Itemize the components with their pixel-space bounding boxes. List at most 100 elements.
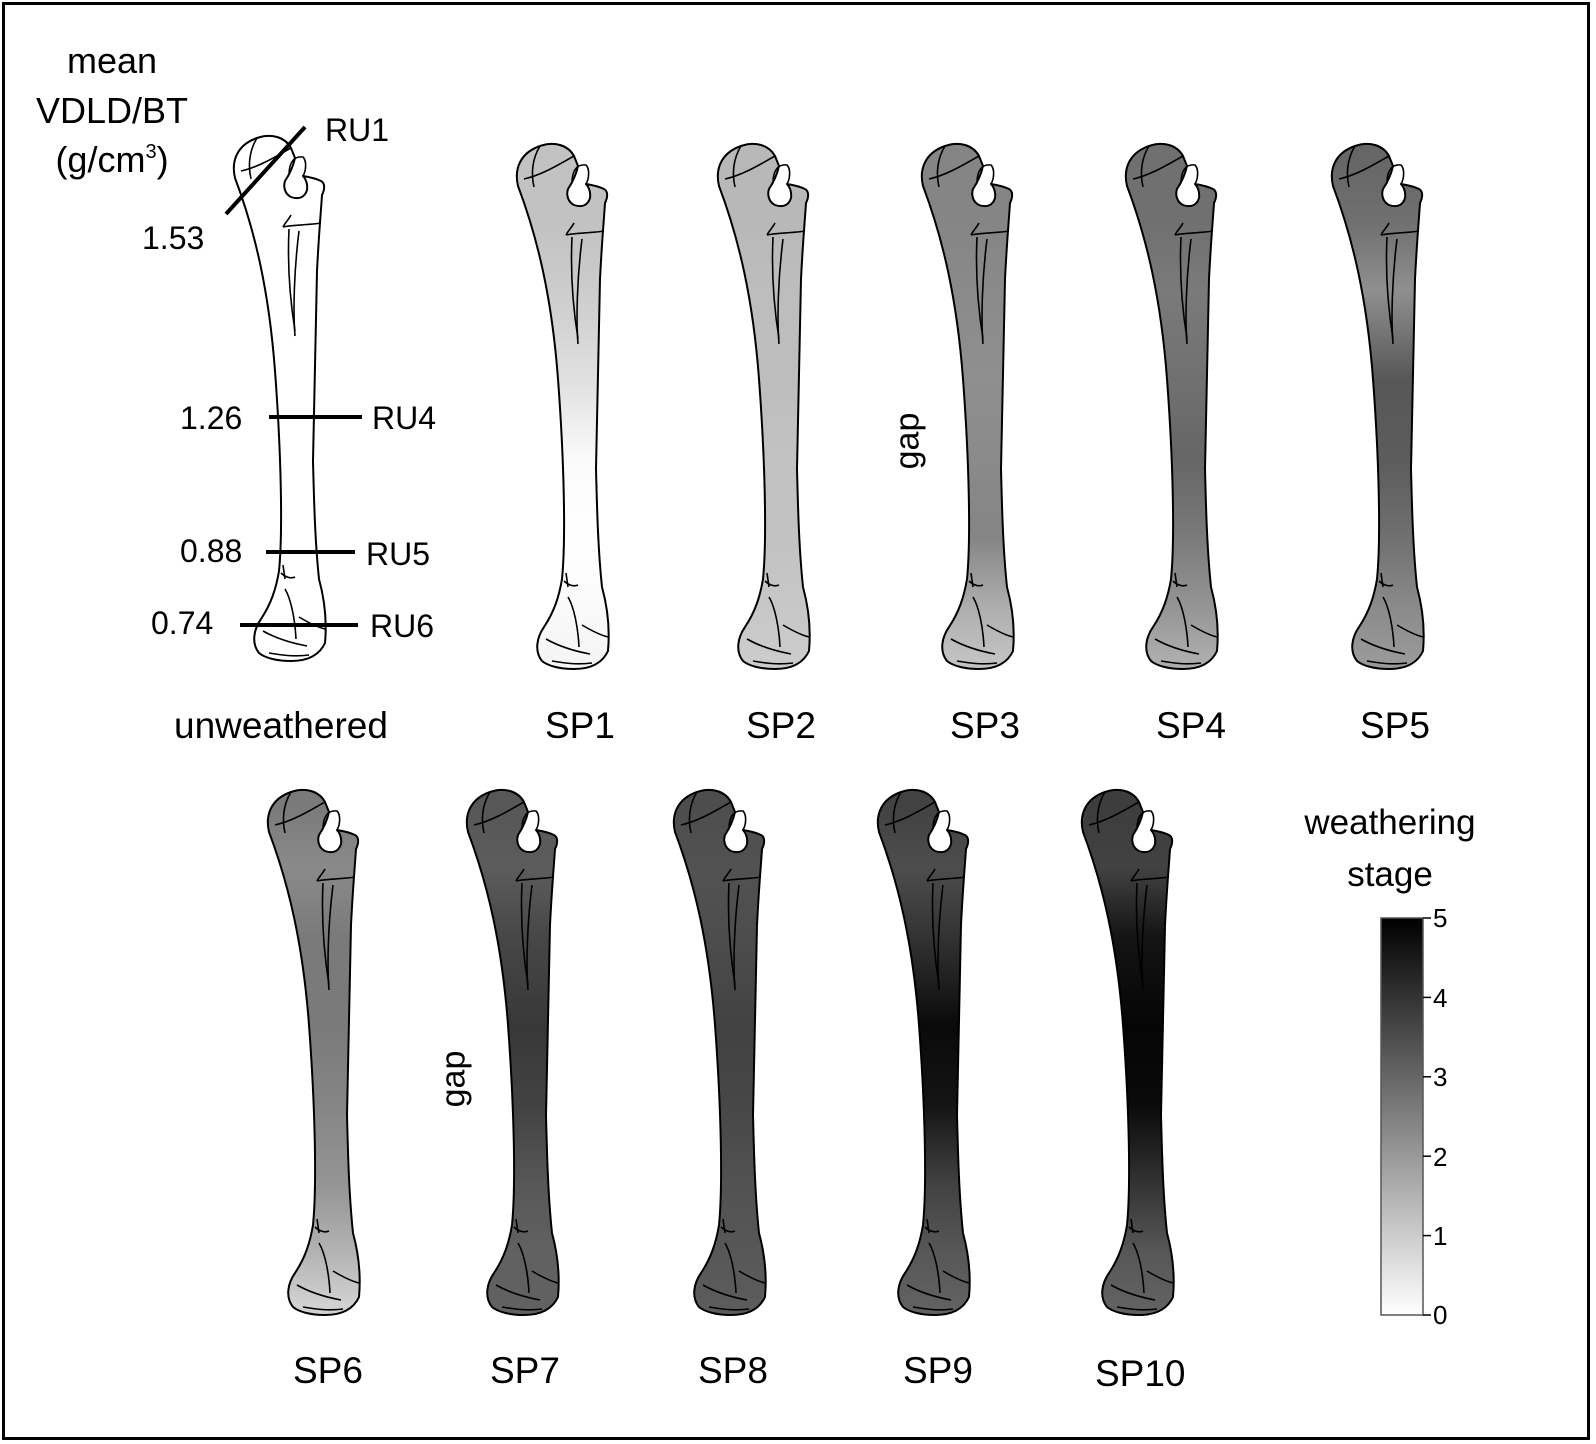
bone-outline-sp7 xyxy=(465,788,560,1316)
bone-detail-sp10-5 xyxy=(1141,884,1148,991)
bone-sp2 xyxy=(716,142,811,670)
bone-detail-sp9-6 xyxy=(926,868,936,882)
bone-unweathered xyxy=(232,134,327,662)
bone-detail-sp1-1 xyxy=(523,155,575,180)
bone-detail-sp6-2 xyxy=(322,810,341,831)
bone-detail-sp1-11 xyxy=(545,638,591,655)
legend-tick-4: 4 xyxy=(1433,983,1448,1013)
bone-detail-sp9-2 xyxy=(932,810,951,831)
bone-detail-sp5-8 xyxy=(1380,572,1384,588)
bone-detail-sp1-3 xyxy=(565,230,605,236)
legend-tick-marks xyxy=(1423,917,1431,1316)
bone-detail-sp8-0 xyxy=(688,791,698,834)
bone-label-sp5: SP5 xyxy=(1360,705,1430,746)
bone-detail-sp7-5 xyxy=(526,884,533,991)
bones-layer xyxy=(232,134,1425,1316)
bone-detail-sp3-5 xyxy=(981,238,988,345)
bone-detail-sp2-7 xyxy=(764,580,780,587)
bone-detail-sp4-2 xyxy=(1180,164,1199,185)
bone-detail-sp9-9 xyxy=(928,1242,941,1294)
bone-detail-sp2-9 xyxy=(768,596,781,648)
legend-title-line1: weathering xyxy=(1304,803,1476,842)
bone-detail-sp9-12 xyxy=(912,1306,954,1311)
bone-detail-unweathered-7 xyxy=(280,572,296,579)
header-line2: VDLD/BT xyxy=(35,89,189,131)
bone-detail-sp6-5 xyxy=(327,884,334,991)
bone-detail-sp2-3 xyxy=(766,230,806,236)
bone-detail-sp2-0 xyxy=(732,145,742,188)
bone-detail-unweathered-9 xyxy=(284,588,297,640)
bone-detail-sp5-11 xyxy=(1360,638,1406,655)
bone-outline-sp5 xyxy=(1330,142,1425,670)
bone-sp10 xyxy=(1080,788,1175,1316)
bone-detail-sp7-7 xyxy=(513,1226,529,1233)
bone-detail-sp3-11 xyxy=(950,638,996,655)
bone-outline-sp4 xyxy=(1124,142,1219,670)
bone-detail-sp6-3 xyxy=(316,876,356,882)
bone-detail-sp7-6 xyxy=(515,868,525,882)
bone-detail-sp7-10 xyxy=(531,1270,559,1284)
bone-detail-sp5-6 xyxy=(1380,222,1390,236)
bone-detail-sp3-7 xyxy=(968,580,984,587)
bone-label-sp7: SP7 xyxy=(490,1350,560,1391)
bone-detail-sp2-11 xyxy=(746,638,792,655)
bone-detail-sp5-7 xyxy=(1378,580,1394,587)
bone-detail-sp10-10 xyxy=(1146,1270,1174,1284)
bone-detail-sp9-7 xyxy=(924,1226,940,1233)
header-line3: (g/cm3) xyxy=(55,139,169,181)
bone-detail-sp7-8 xyxy=(515,1218,519,1234)
bone-detail-sp5-3 xyxy=(1380,230,1420,236)
bone-detail-sp10-8 xyxy=(1130,1218,1134,1234)
ru6-label: RU6 xyxy=(370,608,435,644)
bone-detail-sp8-7 xyxy=(720,1226,736,1233)
bone-detail-sp5-1 xyxy=(1338,155,1390,180)
bone-detail-sp4-10 xyxy=(1190,624,1218,638)
bone-label-sp1: SP1 xyxy=(545,705,615,746)
bone-detail-sp1-2 xyxy=(571,164,590,185)
bone-detail-sp10-0 xyxy=(1096,791,1106,834)
bone-detail-sp8-8 xyxy=(722,1218,726,1234)
bone-detail-sp7-9 xyxy=(517,1242,530,1294)
bone-detail-sp4-6 xyxy=(1174,222,1184,236)
bone-label-sp3: SP3 xyxy=(950,705,1020,746)
bone-detail-sp7-11 xyxy=(495,1284,541,1301)
bone-detail-sp3-8 xyxy=(970,572,974,588)
bone-detail-sp4-8 xyxy=(1174,572,1178,588)
bone-detail-unweathered-8 xyxy=(282,564,286,580)
bone-detail-sp6-0 xyxy=(282,791,292,834)
bone-detail-sp8-9 xyxy=(724,1242,737,1294)
bone-sp6 xyxy=(266,788,361,1316)
gap-label-bottom: gap xyxy=(434,1050,473,1108)
bone-outline-sp6 xyxy=(266,788,361,1316)
ru1-line xyxy=(224,125,307,216)
bone-detail-sp7-2 xyxy=(521,810,540,831)
bone-detail-sp2-12 xyxy=(752,660,794,665)
bone-label-sp4: SP4 xyxy=(1156,705,1226,746)
bone-outline-sp1 xyxy=(515,142,610,670)
bone-detail-sp8-1 xyxy=(680,801,732,826)
bone-detail-sp1-10 xyxy=(581,624,609,638)
bone-detail-unweathered-11 xyxy=(262,630,308,647)
bone-detail-sp3-6 xyxy=(970,222,980,236)
bone-label-sp8: SP8 xyxy=(698,1350,768,1391)
bone-detail-sp3-1 xyxy=(928,155,980,180)
bone-detail-sp2-10 xyxy=(782,624,810,638)
bone-detail-sp3-3 xyxy=(970,230,1010,236)
bone-detail-sp8-10 xyxy=(738,1270,766,1284)
ru4-label: RU4 xyxy=(372,400,437,436)
bone-detail-sp1-5 xyxy=(576,238,583,345)
bone-detail-sp4-5 xyxy=(1185,238,1192,345)
header-line1: mean xyxy=(66,40,158,81)
bone-detail-sp8-6 xyxy=(722,868,732,882)
bone-sp3 xyxy=(920,142,1015,670)
bone-detail-sp6-10 xyxy=(332,1270,360,1284)
bone-detail-sp7-0 xyxy=(481,791,491,834)
bone-detail-sp1-8 xyxy=(565,572,569,588)
bone-detail-sp1-12 xyxy=(551,660,593,665)
legend-tick-1: 1 xyxy=(1433,1221,1448,1251)
bone-detail-sp5-0 xyxy=(1346,145,1356,188)
bone-detail-sp1-9 xyxy=(567,596,580,648)
bone-detail-sp2-5 xyxy=(777,238,784,345)
bone-detail-unweathered-1 xyxy=(240,147,292,172)
